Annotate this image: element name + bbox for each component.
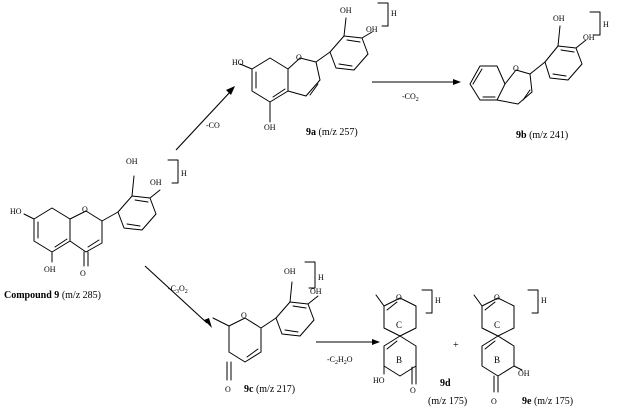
atom-o: O: [225, 385, 231, 394]
atom-oh: OH: [284, 267, 296, 276]
charge-h: H: [541, 296, 547, 305]
compound-9d-structure: [375, 289, 433, 385]
atom-oh: OH: [583, 33, 595, 42]
compound-9-label: Compound 9 (m/z 285): [4, 290, 101, 301]
compound-9b-mz: (m/z 241): [527, 130, 569, 141]
compound-9a-label: 9a (m/z 257): [306, 127, 358, 138]
charge-h: H: [391, 9, 397, 18]
atom-o: O: [241, 311, 247, 320]
compound-9c-name: 9c: [244, 384, 254, 395]
compound-9d-name: 9d: [440, 378, 451, 389]
loss-c2h2o-mid: H: [338, 355, 344, 364]
charge-h: H: [435, 296, 441, 305]
loss-co2-label: -CO2: [402, 92, 419, 103]
compound-9a-structure: [239, 2, 389, 123]
compound-9-structure: [23, 159, 179, 267]
compound-9b-name: 9b: [516, 130, 527, 141]
compound-9-name: Compound 9: [4, 290, 59, 301]
compound-9c-label: 9c (m/z 217): [244, 384, 295, 395]
arrow-9c-to-9d: [316, 339, 380, 345]
arrow-9-to-9c: [144, 265, 212, 328]
compound-9b-structure: [469, 11, 601, 105]
ring-label-c: C: [494, 320, 500, 330]
loss-c3o2-sub: 3: [176, 289, 179, 295]
atom-oh: OH: [340, 6, 352, 15]
loss-co2-base: -CO: [402, 92, 416, 101]
atom-oh: OH: [518, 369, 530, 378]
loss-c3o2-mid: O: [179, 284, 185, 293]
loss-c2h2o-sub2: 2: [344, 360, 347, 366]
loss-c2h2o-sub: 2: [335, 360, 338, 366]
compound-9e-mz: (m/z 175): [531, 396, 573, 407]
atom-ho: HO: [373, 376, 385, 385]
loss-co2-sub: 2: [416, 97, 419, 103]
compound-9d-mz: (m/z 175): [428, 396, 467, 407]
atom-ho: HO: [10, 207, 22, 216]
atom-oh: OH: [264, 123, 276, 132]
atom-ho: HO: [232, 58, 244, 67]
compound-9c-mz: (m/z 217): [253, 384, 295, 395]
arrow-9-to-9a: [175, 86, 235, 151]
ring-label-b: B: [494, 355, 500, 365]
loss-c2h2o-label: -C2H2O: [327, 355, 353, 366]
ring-label-c: C: [396, 320, 402, 330]
loss-c2h2o-base: -C: [327, 355, 335, 364]
compound-9-mz: (m/z 285): [59, 290, 101, 301]
atom-o: O: [410, 386, 416, 395]
atom-o: O: [80, 269, 86, 278]
atom-oh: OH: [366, 25, 378, 34]
atom-o: O: [513, 64, 519, 73]
atom-o: O: [494, 293, 500, 302]
atom-o: O: [491, 397, 497, 406]
atom-oh: OH: [553, 14, 565, 23]
compound-9a-name: 9a: [306, 127, 316, 138]
compound-9c-structure: [212, 261, 319, 381]
plus-sign: +: [453, 340, 459, 351]
compound-9e-name: 9e: [522, 396, 532, 407]
loss-c3o2-label: -C3O2: [168, 284, 188, 295]
loss-co-label: -CO: [206, 121, 220, 130]
atom-oh: OH: [310, 287, 322, 296]
arrow-9a-to-9b: [372, 79, 461, 85]
atom-o: O: [396, 293, 402, 302]
compound-9b-label: 9b (m/z 241): [516, 130, 568, 141]
ring-label-b: B: [396, 355, 402, 365]
compound-9e-structure: [473, 289, 539, 393]
charge-h: H: [181, 169, 187, 178]
loss-c2h2o-tail: O: [347, 355, 353, 364]
compound-9a-mz: (m/z 257): [316, 127, 358, 138]
atom-o: O: [82, 205, 88, 214]
atom-oh: OH: [44, 265, 56, 274]
atom-oh: OH: [150, 178, 162, 187]
compound-9e-label: 9e (m/z 175): [522, 396, 573, 407]
charge-h: H: [318, 273, 324, 282]
atom-oh: OH: [126, 157, 138, 166]
loss-c3o2-base: -C: [168, 284, 176, 293]
loss-c3o2-sub2: 2: [185, 289, 188, 295]
charge-h: H: [603, 20, 609, 29]
atom-o: O: [296, 53, 302, 62]
